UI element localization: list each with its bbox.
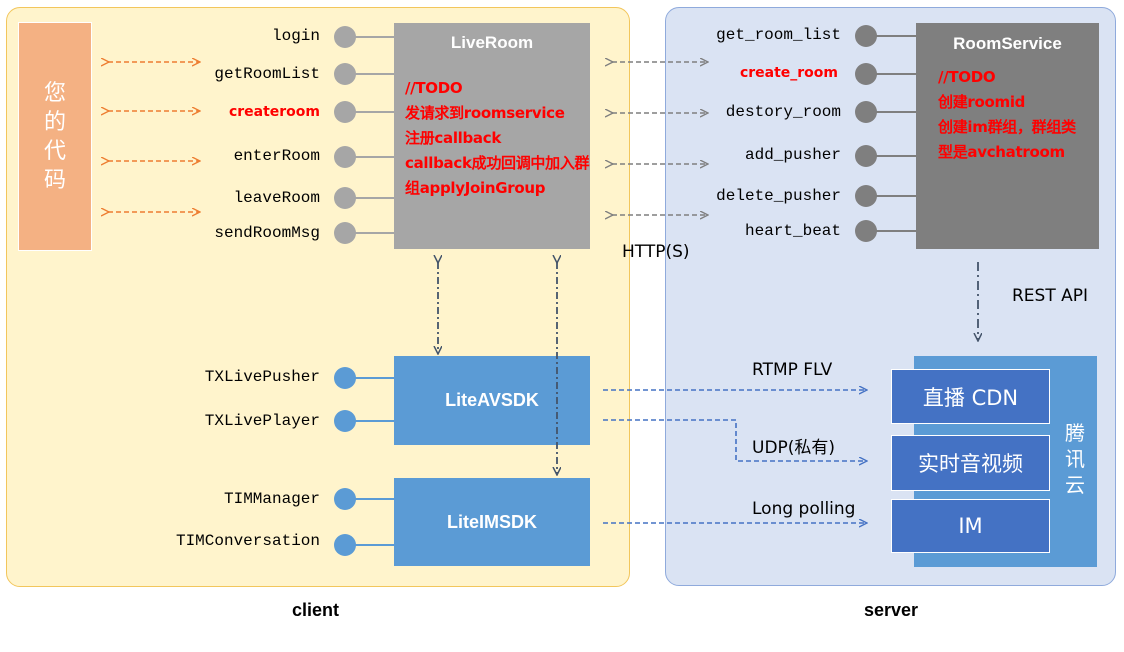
- realtime-av-label: 实时音视频: [918, 452, 1023, 476]
- api-heart-beat: heart_beat: [744, 222, 841, 240]
- long-polling-label: Long polling: [752, 499, 856, 519]
- todo-line: 注册callback: [405, 129, 502, 147]
- todo-line: callback成功回调中加入群: [405, 154, 590, 172]
- liteavsdk-title: LiteAVSDK: [445, 390, 539, 410]
- roomservice-box: RoomService //TODO 创建roomid 创建im群组，群组类 型…: [916, 23, 1099, 249]
- api-createroom: createroom: [228, 104, 320, 120]
- todo-line: 组applyJoinGroup: [405, 179, 546, 197]
- api-txliveplayer: TXLivePlayer: [204, 412, 320, 430]
- liteavsdk-box: LiteAVSDK: [394, 356, 590, 445]
- realtime-av-box: 实时音视频: [891, 435, 1050, 491]
- todo-line: 创建roomid: [938, 93, 1026, 111]
- your-code-label: 您的代码: [43, 80, 66, 193]
- udp-label: UDP(私有): [752, 438, 836, 458]
- api-txlivepusher: TXLivePusher: [204, 368, 320, 386]
- todo-line: //TODO: [405, 79, 463, 97]
- todo-line: 型是avchatroom: [938, 143, 1065, 161]
- api-sendroommsg: sendRoomMsg: [214, 224, 320, 242]
- api-destory-room: destory_room: [725, 103, 841, 121]
- rtmp-flv-label: RTMP FLV: [752, 360, 833, 380]
- todo-line: //TODO: [938, 68, 996, 86]
- roomservice-todo: //TODO 创建roomid 创建im群组，群组类 型是avchatroom: [938, 65, 1076, 165]
- client-label: client: [292, 600, 340, 620]
- api-login: login: [271, 27, 320, 45]
- api-delete-pusher: delete_pusher: [716, 187, 841, 205]
- rest-api-label: REST API: [1012, 286, 1089, 306]
- live-cdn-label: 直播 CDN: [922, 385, 1019, 410]
- live-cdn-box: 直播 CDN: [891, 369, 1050, 424]
- api-create-room: create_room: [739, 65, 838, 81]
- api-timmanager: TIMManager: [223, 490, 320, 508]
- liteimsdk-box: LiteIMSDK: [394, 478, 590, 566]
- todo-line: 创建im群组，群组类: [938, 118, 1076, 136]
- api-leaveroom: leaveRoom: [233, 189, 320, 207]
- api-get-room-list: get_room_list: [716, 26, 841, 44]
- liveroom-title: LiveRoom: [450, 33, 534, 52]
- roomservice-title: RoomService: [953, 34, 1062, 53]
- todo-line: 发请求到roomservice: [405, 104, 565, 122]
- liveroom-box: LiveRoom //TODO 发请求到roomservice 注册callba…: [394, 23, 590, 249]
- http-label: HTTP(S): [622, 242, 690, 262]
- your-code-box: 您的代码: [18, 22, 92, 251]
- tencent-cloud-label: 腾讯云: [1065, 421, 1085, 497]
- api-getroomlist: getRoomList: [214, 65, 320, 83]
- api-enterroom: enterRoom: [233, 147, 320, 165]
- server-label: server: [864, 600, 919, 620]
- im-box: IM: [891, 499, 1050, 553]
- api-add-pusher: add_pusher: [744, 146, 841, 164]
- im-label: IM: [958, 514, 983, 538]
- api-timconversation: TIMConversation: [175, 532, 320, 550]
- liveroom-todo: //TODO 发请求到roomservice 注册callback callba…: [405, 76, 590, 201]
- liteimsdk-title: LiteIMSDK: [447, 511, 537, 532]
